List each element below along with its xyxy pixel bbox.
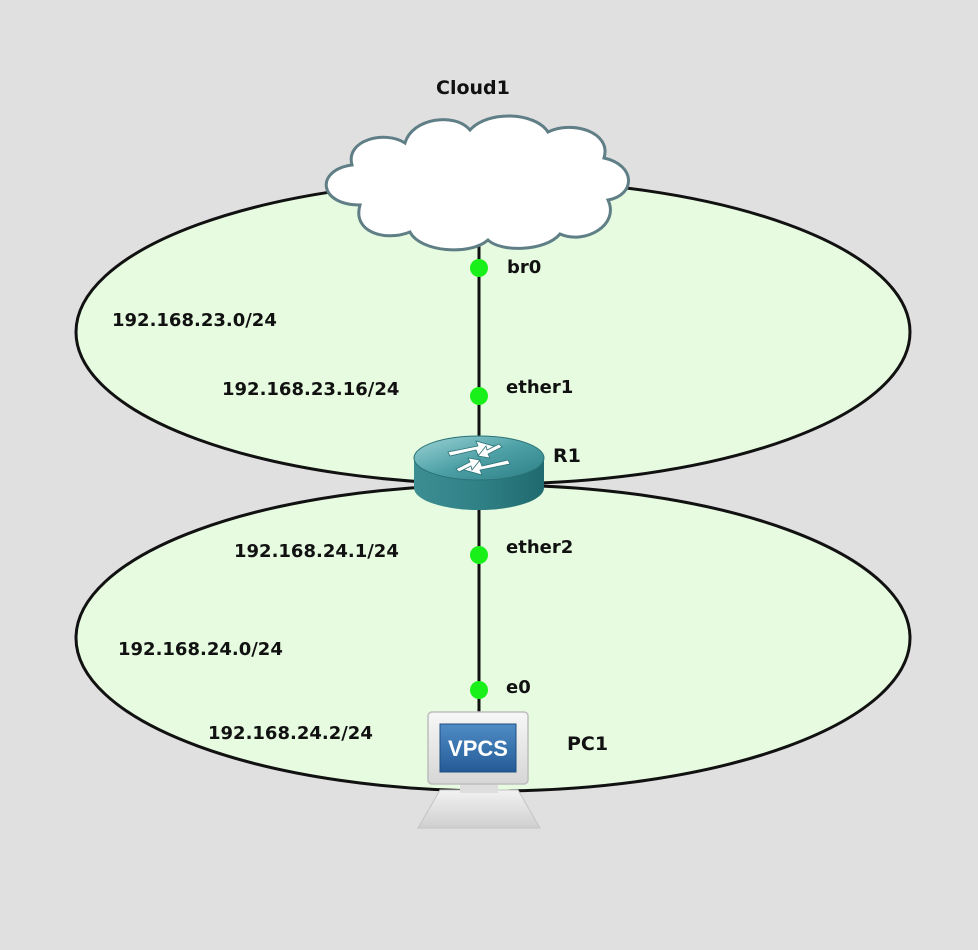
router-icon[interactable] — [413, 435, 545, 510]
router-node-label[interactable]: R1 — [553, 445, 581, 467]
interface-label-e0[interactable]: e0 — [506, 677, 531, 698]
lower-subnet-label[interactable]: 192.168.24.0/24 — [118, 639, 283, 660]
cloud-icon[interactable] — [324, 114, 630, 252]
port-br0-dot[interactable] — [470, 259, 488, 277]
vpcs-computer-icon[interactable] — [417, 711, 541, 829]
pc-ip-label[interactable]: 192.168.24.2/24 — [208, 723, 373, 744]
port-e0-dot[interactable] — [470, 681, 488, 699]
interface-label-ether1[interactable]: ether1 — [506, 377, 574, 398]
router-upper-ip-label[interactable]: 192.168.23.16/24 — [222, 379, 400, 400]
pc-node-label[interactable]: PC1 — [567, 733, 609, 755]
router-lower-ip-label[interactable]: 192.168.24.1/24 — [234, 541, 399, 562]
interface-label-br0[interactable]: br0 — [507, 257, 542, 278]
cloud-node-label[interactable]: Cloud1 — [436, 77, 510, 99]
upper-subnet-label[interactable]: 192.168.23.0/24 — [112, 310, 277, 331]
port-ether1-dot[interactable] — [470, 387, 488, 405]
interface-label-ether2[interactable]: ether2 — [506, 537, 574, 558]
vpcs-screen-text: VPCS — [448, 736, 508, 761]
port-ether2-dot[interactable] — [470, 546, 488, 564]
